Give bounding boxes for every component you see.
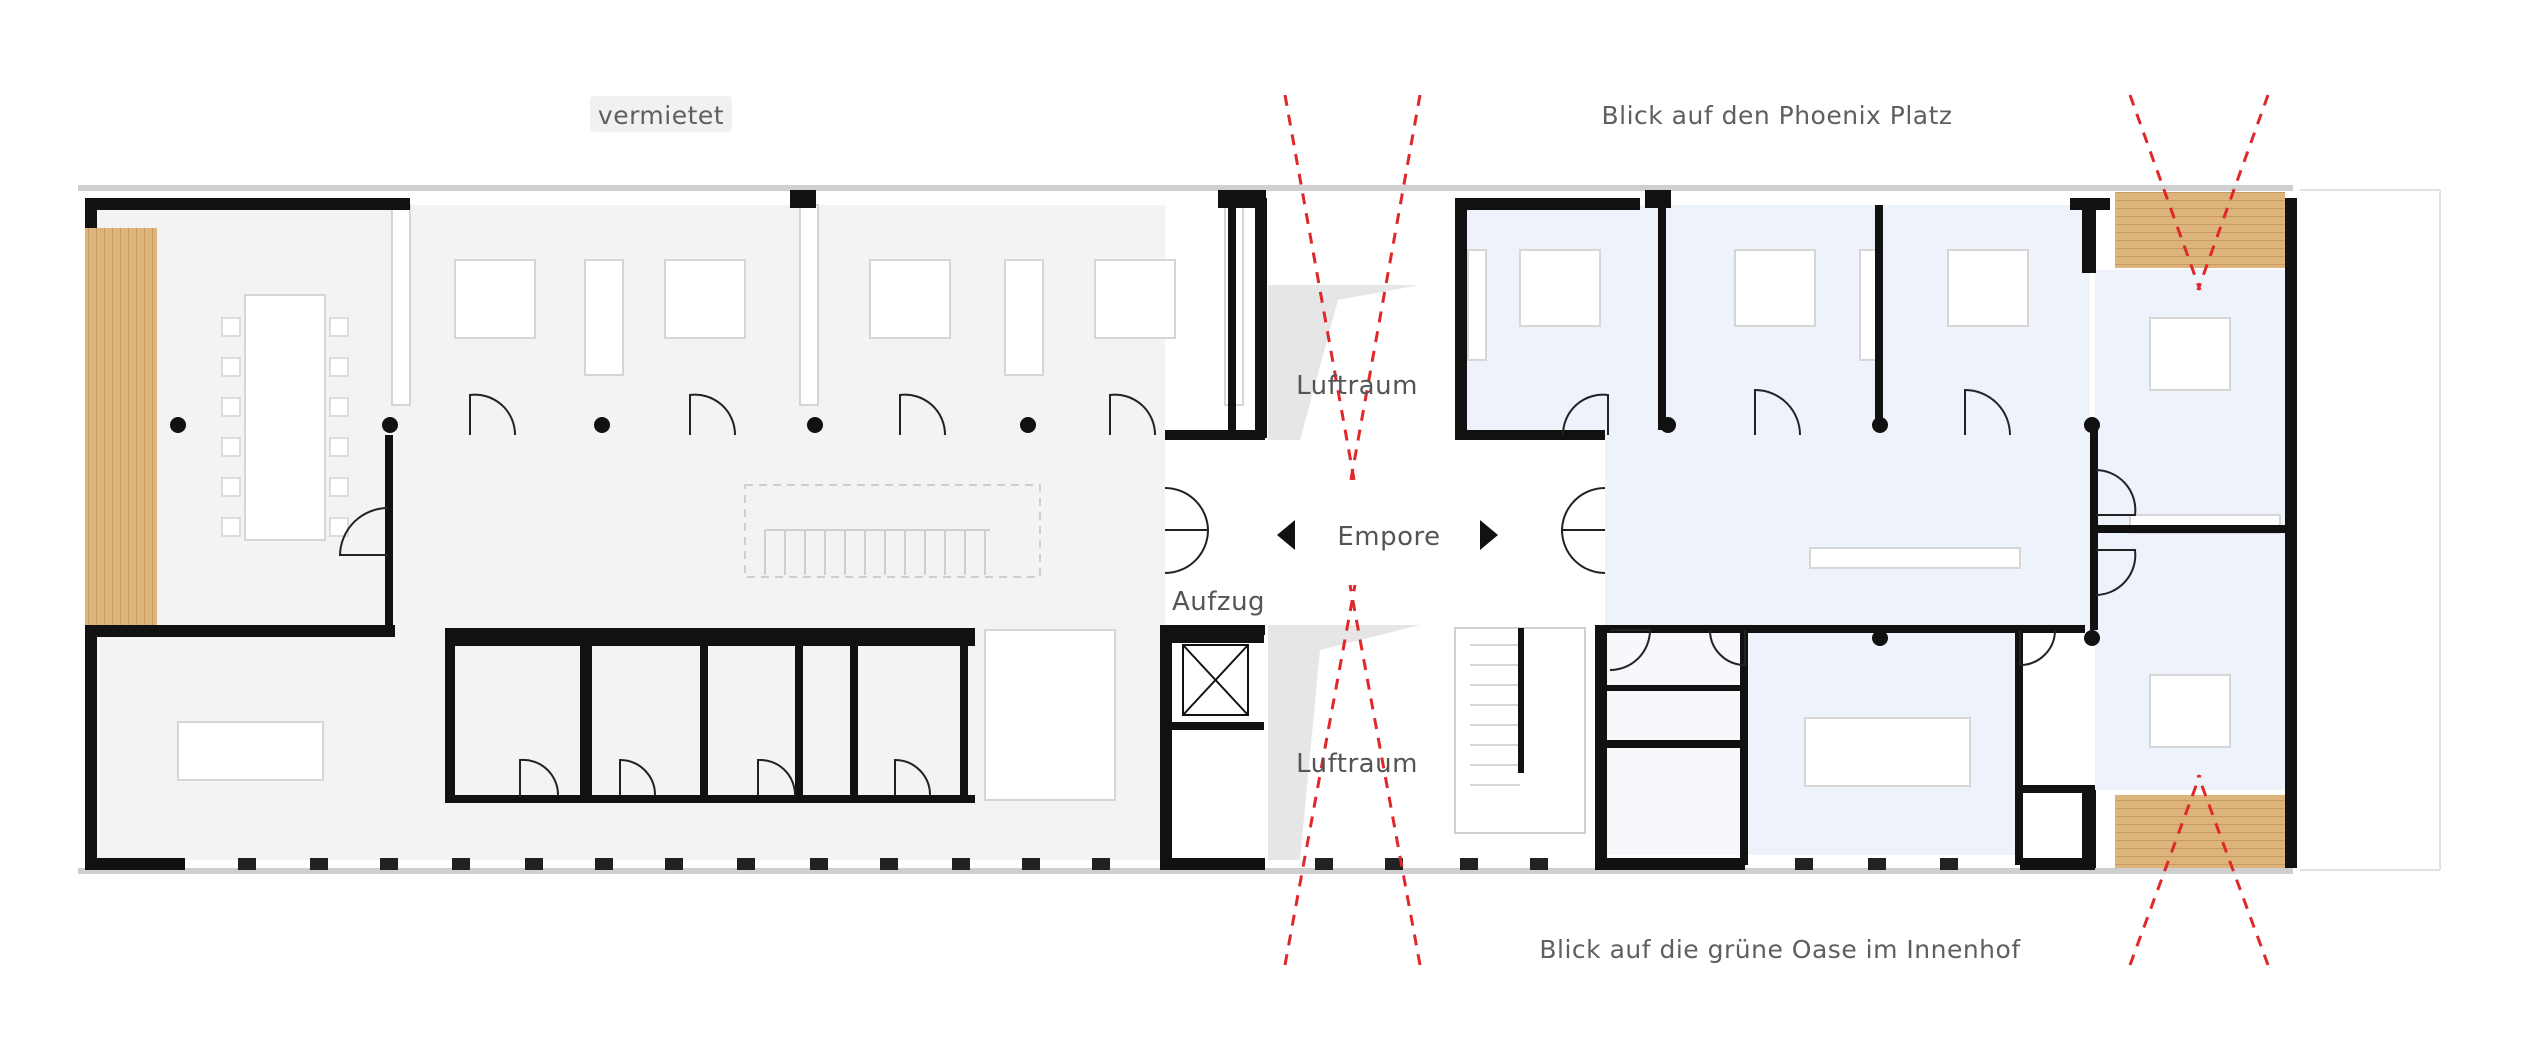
sight-lines xyxy=(1283,94,2270,966)
rented-label-bg xyxy=(590,96,732,132)
elevator-icon xyxy=(1182,644,1249,716)
rented-label: vermietet xyxy=(598,101,724,130)
column-icon xyxy=(170,417,2100,646)
terrace-north-east xyxy=(2115,192,2285,268)
view-south-label: Blick auf die grüne Oase im Innenhof xyxy=(1539,935,2021,964)
arrow-right-icon xyxy=(1480,520,1498,550)
terrace-south-east xyxy=(2115,795,2285,869)
void-top-label: Luftraum xyxy=(1296,371,1418,401)
void-wedge-top xyxy=(1268,285,1420,440)
view-north-label: Blick auf den Phoenix Platz xyxy=(1601,101,1952,130)
elevator-label: Aufzug xyxy=(1172,587,1265,617)
doors xyxy=(338,388,2137,796)
void-wedge-bottom xyxy=(1268,625,1420,860)
terrace-west xyxy=(85,228,157,628)
stair-icon xyxy=(744,484,1041,578)
arrow-left-icon xyxy=(1277,520,1295,550)
furniture xyxy=(177,204,2281,834)
neighbour-building xyxy=(2300,189,2441,871)
gallery-label: Empore xyxy=(1337,522,1440,552)
void-bottom-label: Luftraum xyxy=(1296,749,1418,779)
facade-mullions xyxy=(238,858,1958,870)
walls xyxy=(78,185,2297,874)
